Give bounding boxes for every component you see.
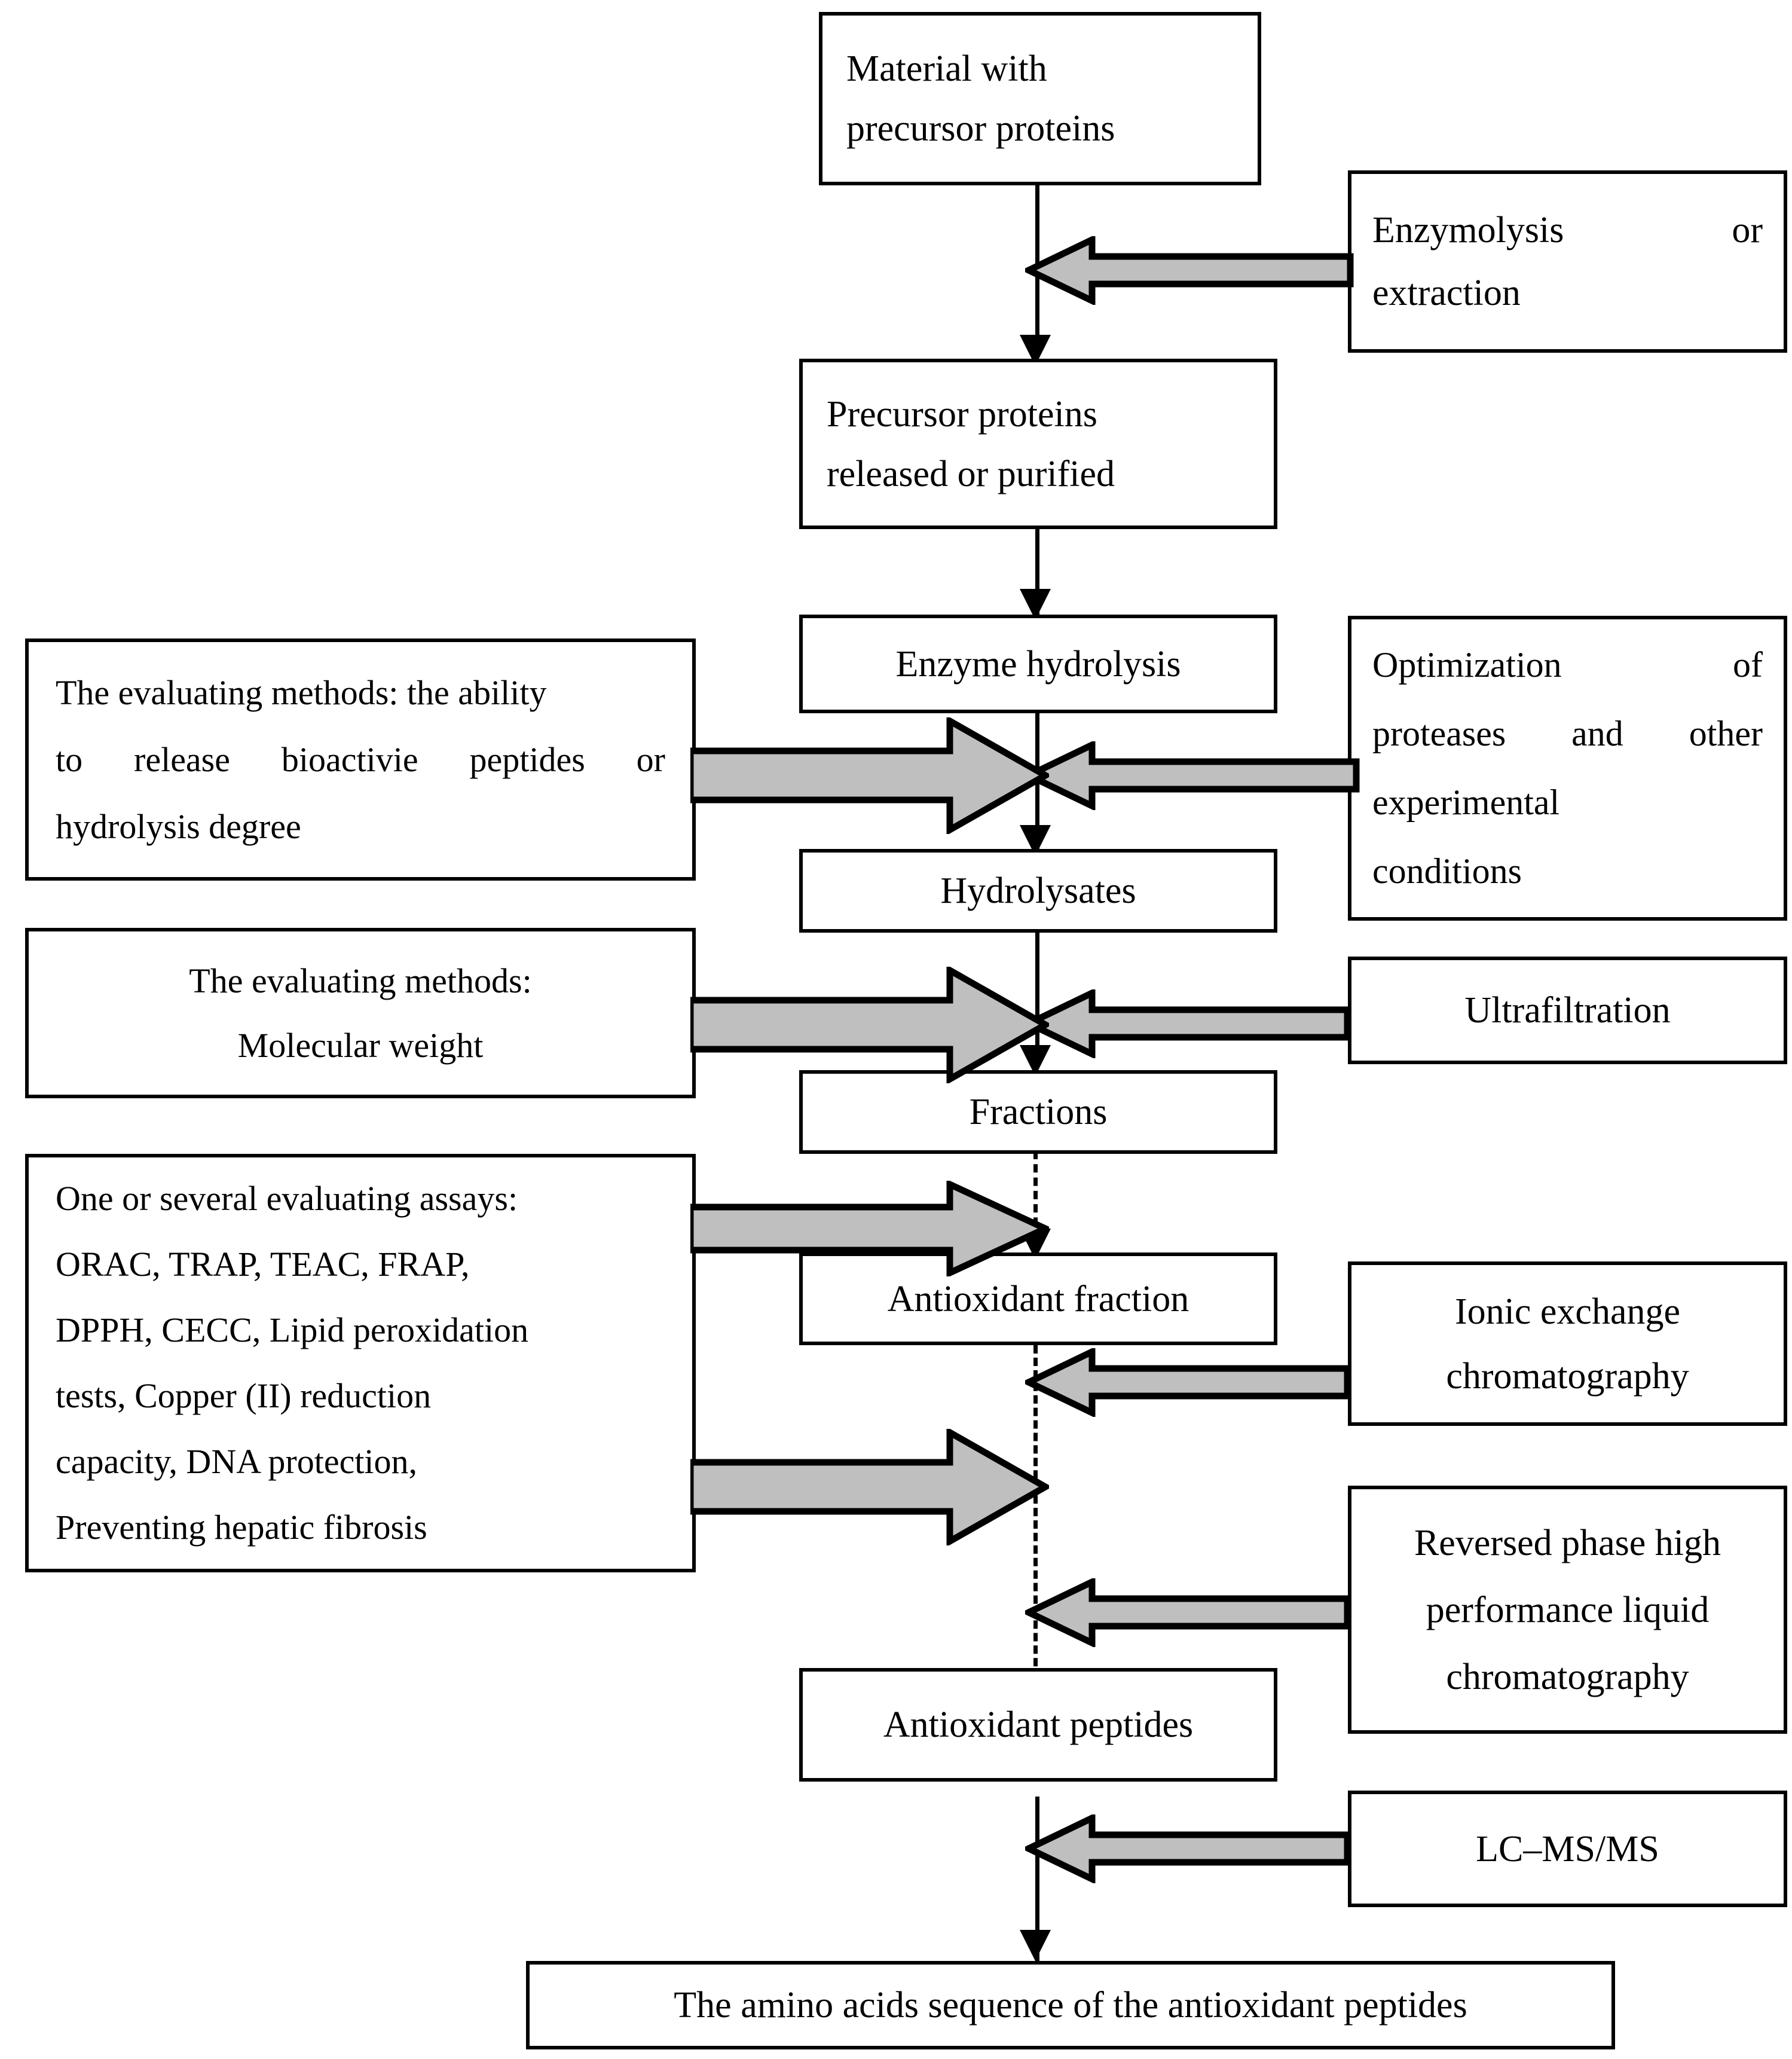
rp-hplc-arrow	[1025, 1578, 1351, 1647]
connector-antioxidant-peptides-to-final	[1035, 1797, 1039, 1964]
connector-precursor-to-enzyme-hydrolysis	[1035, 525, 1039, 615]
node-ultrafiltration[interactable]: Ultrafiltration	[1348, 957, 1787, 1064]
lcmsms-arrow	[1025, 1814, 1351, 1883]
node-hydrolysates-label: Hydrolysates	[940, 870, 1136, 911]
node-precursor-released-line2: released or purified	[827, 453, 1115, 494]
node-enzyme-hydrolysis-label: Enzyme hydrolysis	[895, 643, 1181, 685]
node-optimization-line3: experimental	[1372, 783, 1560, 822]
node-optimization-line1: Optimization of	[1372, 645, 1763, 685]
node-assays-line3: DPPH, CECC, Lipid peroxidation	[56, 1310, 529, 1349]
node-eval-mw-line1: The evaluating methods:	[189, 961, 532, 1000]
node-antioxidant-fraction[interactable]: Antioxidant fraction	[799, 1252, 1277, 1345]
node-eval-ability-line3: hydrolysis degree	[56, 807, 301, 846]
node-amino-acids-sequence[interactable]: The amino acids sequence of the antioxid…	[526, 1961, 1615, 2049]
node-eval-ability-line1: The evaluating methods: the ability	[56, 673, 547, 712]
node-ionic-exchange-line2: chromatography	[1446, 1355, 1689, 1397]
connector-antioxidant-fraction-to-antioxidant-peptides	[1033, 1345, 1038, 1704]
node-eval-ability-line2: to release bioactivie peptides or	[56, 740, 665, 779]
node-enzyme-hydrolysis[interactable]: Enzyme hydrolysis	[799, 615, 1277, 713]
node-optimization-line4: conditions	[1372, 851, 1522, 891]
node-eval-mw-line2: Molecular weight	[237, 1025, 484, 1065]
node-precursor-proteins-released-or-purified[interactable]: Precursor proteins released or purified	[799, 359, 1277, 529]
node-ionic-exchange-chromatography[interactable]: Ionic exchange chromatography	[1348, 1261, 1787, 1426]
enzymolysis-arrow	[1025, 236, 1354, 305]
node-enzymolysis-line1: Enzymolysis or	[1372, 209, 1763, 250]
node-fractions-label: Fractions	[969, 1092, 1108, 1132]
node-fractions[interactable]: Fractions	[799, 1070, 1277, 1154]
node-assays-line4: tests, Copper (II) reduction	[56, 1376, 432, 1415]
eval-mw-arrow	[690, 967, 1049, 1083]
eval-ability-arrow	[690, 717, 1049, 834]
node-final-label: The amino acids sequence of the antioxid…	[674, 1985, 1467, 2026]
node-ultrafiltration-label: Ultrafiltration	[1464, 990, 1671, 1031]
node-rp-hplc-line2: performance liquid	[1426, 1589, 1710, 1630]
node-assays-line5: capacity, DNA protection,	[56, 1442, 418, 1481]
node-evaluating-methods-molecular-weight[interactable]: The evaluating methods: Molecular weight	[25, 928, 696, 1098]
node-precursor-released-line1: Precursor proteins	[827, 393, 1097, 435]
node-ionic-exchange-line1: Ionic exchange	[1455, 1291, 1680, 1332]
node-assays-line1: One or several evaluating assays:	[56, 1179, 518, 1218]
node-material-line2: precursor proteins	[846, 108, 1115, 149]
node-material-with-precursor-proteins[interactable]: Material with precursor proteins	[819, 12, 1261, 185]
node-rp-hplc-line3: chromatography	[1446, 1656, 1689, 1697]
node-material-line1: Material with	[846, 48, 1047, 89]
node-hydrolysates[interactable]: Hydrolysates	[799, 849, 1277, 933]
node-lcmsms-label: LC–MS/MS	[1476, 1828, 1659, 1869]
node-optimization-of-proteases[interactable]: Optimization of proteases and other expe…	[1348, 616, 1787, 921]
node-lc-ms-ms[interactable]: LC–MS/MS	[1348, 1791, 1787, 1907]
node-evaluating-methods-ability[interactable]: The evaluating methods: the ability to r…	[25, 639, 696, 881]
connector-fractions-to-antioxidant-fraction	[1033, 1151, 1038, 1252]
ultrafiltration-arrow	[1025, 989, 1351, 1058]
node-antioxidant-peptides[interactable]: Antioxidant peptides	[799, 1668, 1277, 1782]
node-assays-line6: Preventing hepatic fibrosis	[56, 1508, 427, 1547]
arrowhead-antioxidant-peptides-to-final	[1020, 1930, 1051, 1961]
connector-hydrolysates-to-fractions	[1035, 930, 1039, 1067]
assays-upper-arrow	[690, 1181, 1049, 1276]
node-antioxidant-fraction-label: Antioxidant fraction	[887, 1278, 1189, 1319]
node-rp-hplc-line1: Reversed phase high	[1414, 1522, 1721, 1563]
ionic-exchange-arrow	[1025, 1348, 1351, 1417]
node-antioxidant-peptides-label: Antioxidant peptides	[883, 1704, 1194, 1745]
node-reversed-phase-hplc[interactable]: Reversed phase high performance liquid c…	[1348, 1486, 1787, 1734]
node-enzymolysis-or-extraction[interactable]: Enzymolysis or extraction	[1348, 170, 1787, 353]
assays-lower-arrow	[690, 1429, 1049, 1545]
node-assays-line2: ORAC, TRAP, TEAC, FRAP,	[56, 1245, 470, 1284]
node-enzymolysis-line2: extraction	[1372, 272, 1521, 313]
node-evaluating-assays[interactable]: One or several evaluating assays: ORAC, …	[25, 1154, 696, 1572]
optimization-arrow	[1025, 741, 1360, 810]
node-optimization-line2: proteases and other	[1372, 714, 1763, 753]
